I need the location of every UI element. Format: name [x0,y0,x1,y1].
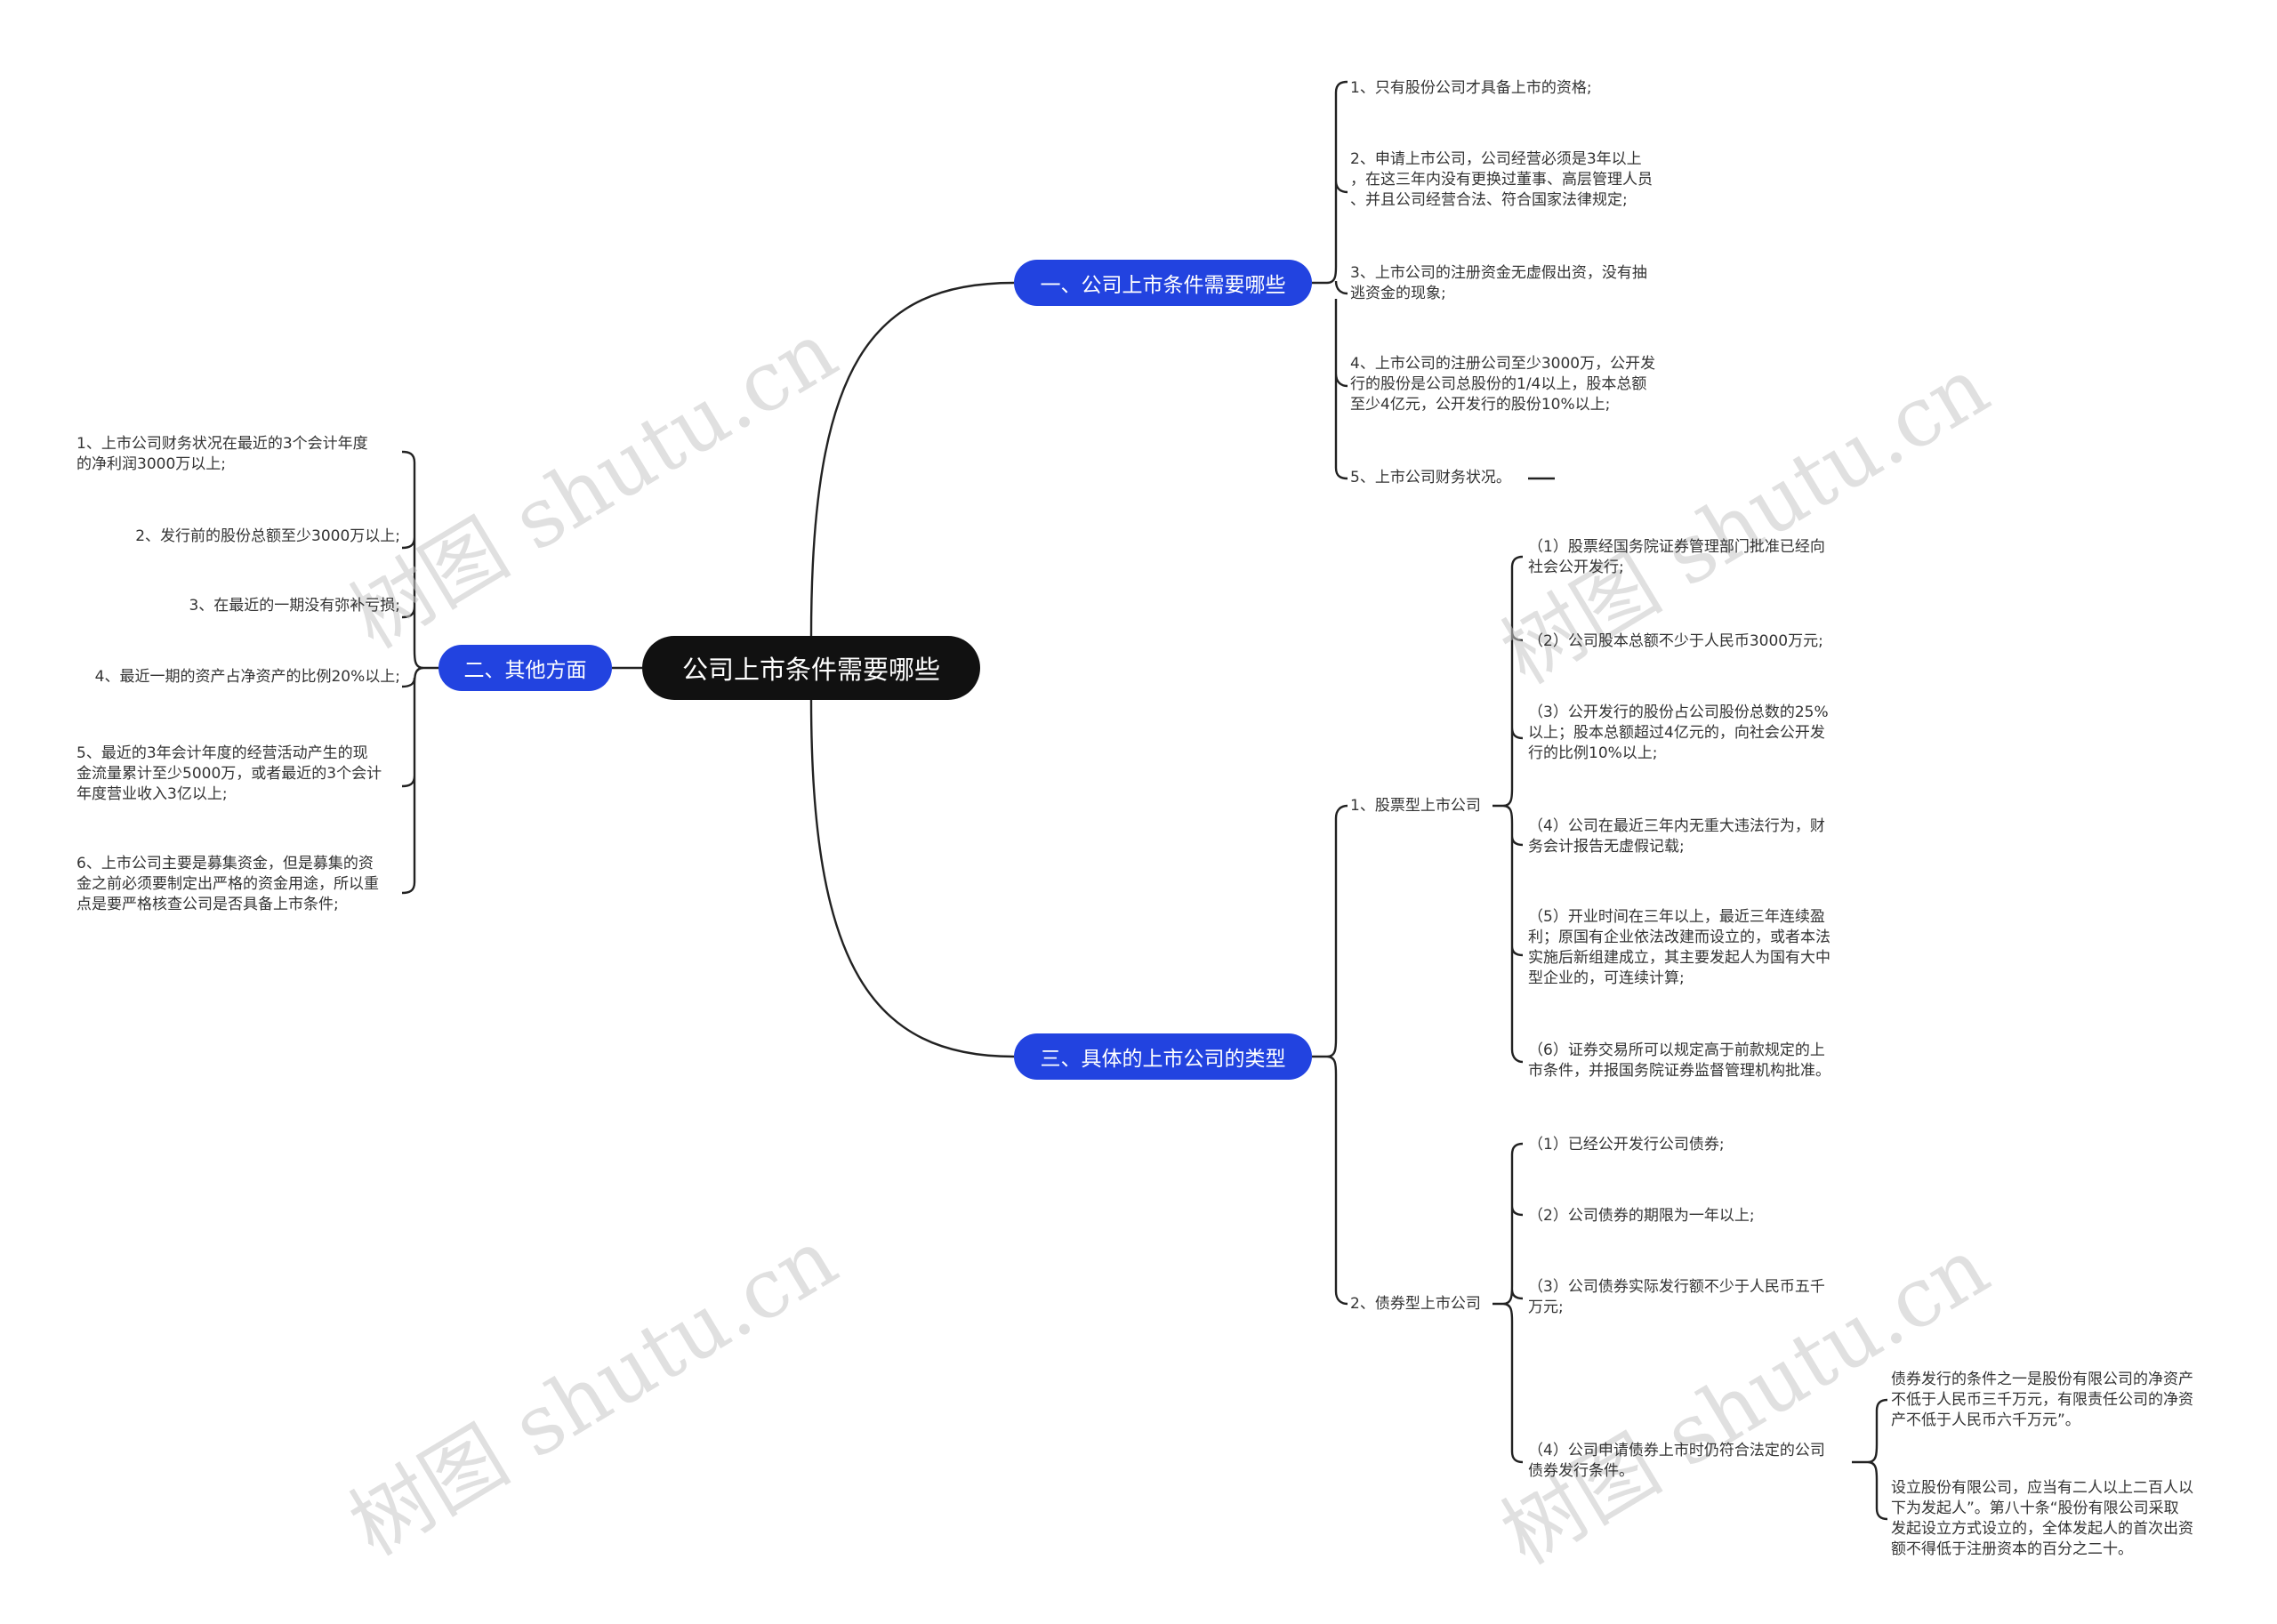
bracket-sub2 [1493,1142,1524,1464]
b1-item-4: 4、上市公司的注册公司至少3000万，公开发行的股份是公司总股份的1/4以上，股… [1350,355,1656,414]
b1-item-2: 2、申请上市公司，公司经营必须是3年以上，在这三年内没有更换过董事、高层管理人员… [1350,150,1653,209]
bond-item-2: （2）公司债券的期限为一年以上; [1528,1207,1755,1225]
bond-item-3: （3）公司债券实际发行额不少于人民币五千万元; [1528,1278,1825,1316]
stock-item-5: （5）开业时间在三年以上，最近三年连续盈利；原国有企业依法改建而设立的，或者本法… [1528,908,1830,987]
branch-node-other[interactable]: 二、其他方面 [439,645,612,691]
stock-item-6: （6）证券交易所可以规定高于前款规定的上市条件，并报国务院证券监督管理机构批准。 [1528,1041,1830,1080]
bracket-b2 [401,450,439,895]
bracket-notes [1852,1398,1888,1521]
branch-node-conditions[interactable]: 一、公司上市条件需要哪些 [1014,260,1312,306]
b2-item-3: 3、在最近的一期没有弥补亏损; [189,597,400,615]
b2-item-1: 1、上市公司财务状况在最近的3个会计年度的净利润3000万以上; [76,435,368,473]
stock-item-4: （4）公司在最近三年内无重大违法行为，财务会计报告无虚假记载; [1528,817,1825,856]
b1-item-3: 3、上市公司的注册资金无虚假出资，没有抽逃资金的现象; [1350,264,1647,302]
stock-item-3: （3）公开发行的股份占公司股份总数的25%以上；股本总额超过4亿元的，向社会公开… [1528,703,1829,762]
link-root-b1 [809,281,1015,637]
branch-node-types[interactable]: 三、具体的上市公司的类型 [1014,1033,1312,1080]
stock-item-2: （2）公司股本总额不少于人民币3000万元; [1528,632,1823,650]
bond-note-2: 设立股份有限公司，应当有二人以上二百人以下为发起人”。第八十条“股份有限公司采取… [1891,1479,2193,1558]
bond-note-1: 债券发行的条件之一是股份有限公司的净资产不低于人民币三千万元，有限责任公司的净资… [1891,1371,2193,1429]
b1-item-5: 5、上市公司财务状况。 [1350,469,1511,486]
b1-item-1: 1、只有股份公司才具备上市的资格; [1350,79,1592,97]
b2-item-6: 6、上市公司主要是募集资金，但是募集的资金之前必须要制定出严格的资金用途，所以重… [76,855,379,913]
link-root-b3 [809,699,1015,1058]
sub-node-bond[interactable]: 2、债券型上市公司 [1350,1295,1481,1313]
sub-node-stock[interactable]: 1、股票型上市公司 [1350,797,1481,815]
stock-item-1: （1）股票经国务院证券管理部门批准已经向社会公开发行; [1528,538,1825,576]
bracket-b3 [1312,804,1348,1306]
bond-item-1: （1）已经公开发行公司债券; [1528,1136,1725,1154]
bracket-sub1 [1493,555,1524,1064]
b2-item-5: 5、最近的3年会计年度的经营活动产生的现金流量累计至少5000万，或者最近的3个… [76,744,382,803]
b2-item-2: 2、发行前的股份总额至少3000万以上; [135,527,400,545]
bond-item-4: （4）公司申请债券上市时仍符合法定的公司债券发行条件。 [1528,1442,1825,1480]
b2-item-4: 4、最近一期的资产占净资产的比例20%以上; [94,668,400,686]
bracket-b1 [1312,80,1348,480]
root-node[interactable]: 公司上市条件需要哪些 [642,636,980,700]
